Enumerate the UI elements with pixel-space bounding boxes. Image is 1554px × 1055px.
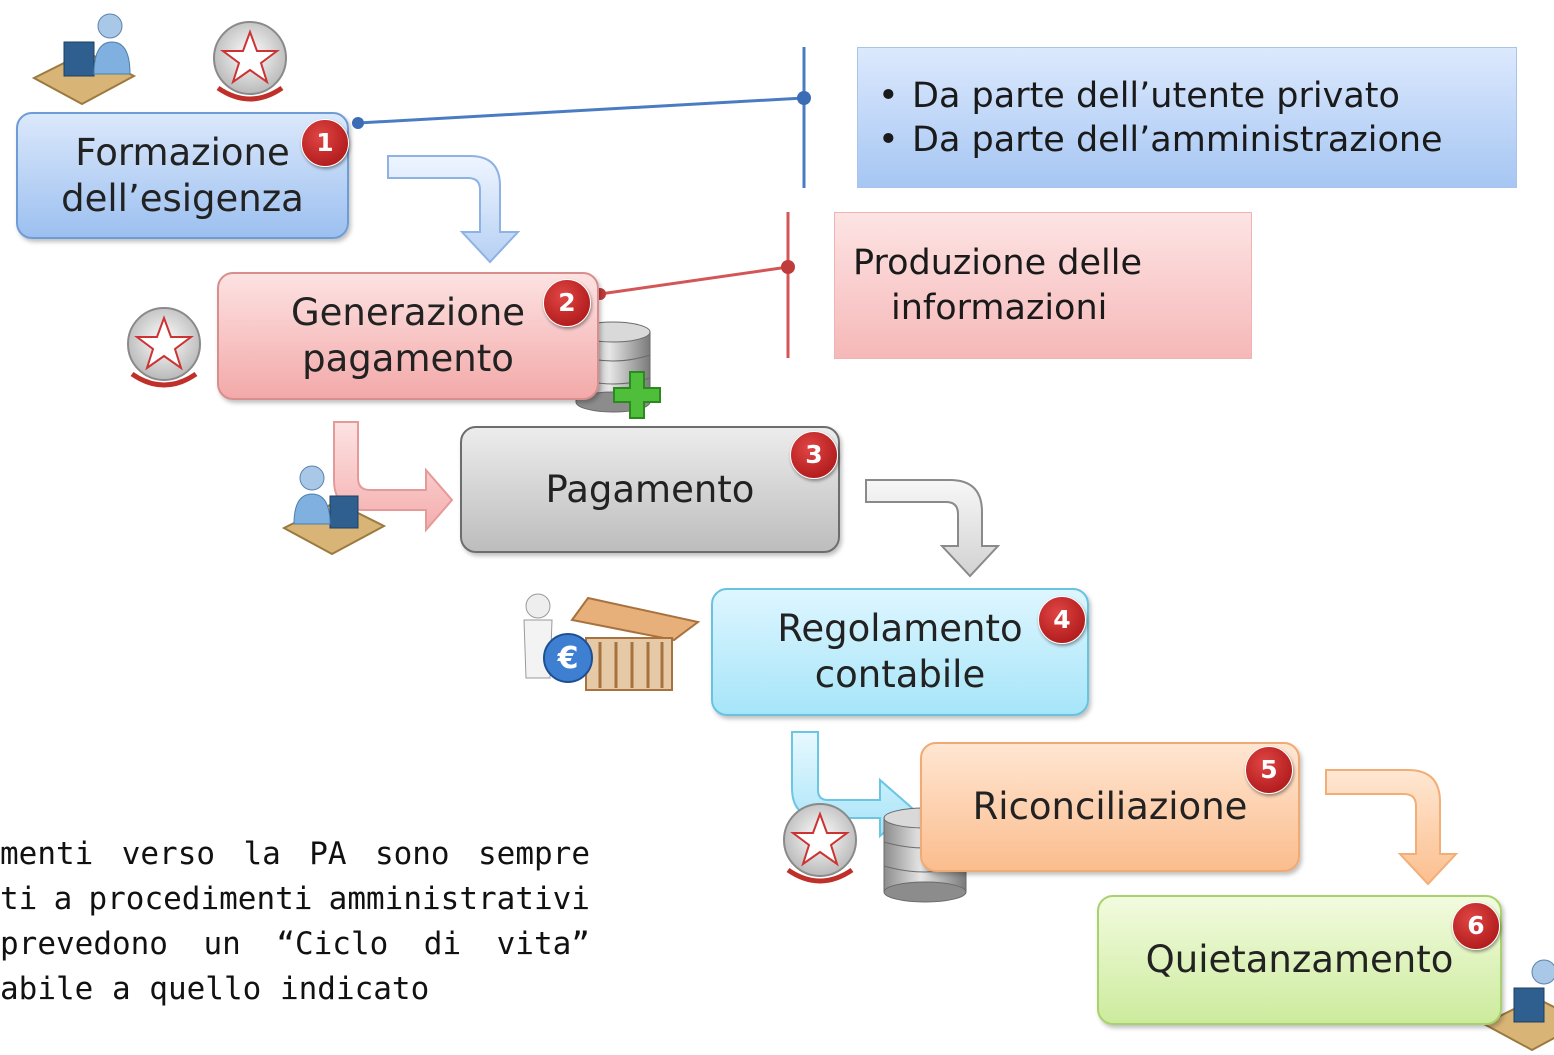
step-number-badge: 4 bbox=[1038, 596, 1086, 644]
state-emblem-icon bbox=[213, 21, 287, 102]
step-number-badge: 3 bbox=[790, 431, 838, 479]
step-quietanzamento: Quietanzamento bbox=[1097, 895, 1502, 1025]
step-number-badge: 1 bbox=[301, 119, 349, 167]
bank-euro-icon: € bbox=[523, 593, 701, 691]
step-number-badge: 5 bbox=[1245, 746, 1293, 794]
step-generazione: Generazione pagamento bbox=[217, 272, 599, 400]
step-regolamento: Regolamento contabile bbox=[711, 588, 1089, 716]
callout-list: Da parte dell’utente privato Da parte de… bbox=[878, 74, 1498, 162]
callout-generazione-detail: Produzione delle informazioni bbox=[834, 212, 1252, 359]
connector-blue bbox=[352, 47, 811, 188]
callout-formazione-detail: Da parte dell’utente privato Da parte de… bbox=[857, 47, 1517, 188]
step-formazione: Formazione dell’esigenza bbox=[16, 112, 349, 239]
arrow-step3-to-step4 bbox=[865, 479, 1001, 578]
state-emblem-icon bbox=[783, 803, 857, 884]
callout-item: Da parte dell’amministrazione bbox=[878, 118, 1498, 162]
arrow-step1-to-step2 bbox=[387, 155, 521, 264]
user-at-desk-icon bbox=[1481, 959, 1554, 1052]
callout-line: Produzione delle bbox=[853, 243, 1143, 283]
svg-text:€: € bbox=[557, 641, 579, 676]
arrow-step5-to-step6 bbox=[1325, 769, 1459, 886]
step-number-badge: 6 bbox=[1452, 902, 1500, 950]
step-pagamento: Pagamento bbox=[460, 426, 840, 553]
step-riconciliazione: Riconciliazione bbox=[920, 742, 1300, 872]
note-line: abile a quello indicato bbox=[0, 971, 430, 1007]
callout-line: informazioni bbox=[891, 288, 1108, 328]
user-at-desk-icon bbox=[31, 13, 137, 106]
state-emblem-icon bbox=[127, 307, 201, 388]
callout-item: Da parte dell’utente privato bbox=[878, 74, 1498, 118]
user-at-desk-icon bbox=[281, 465, 387, 556]
step-number-badge: 2 bbox=[543, 279, 591, 327]
